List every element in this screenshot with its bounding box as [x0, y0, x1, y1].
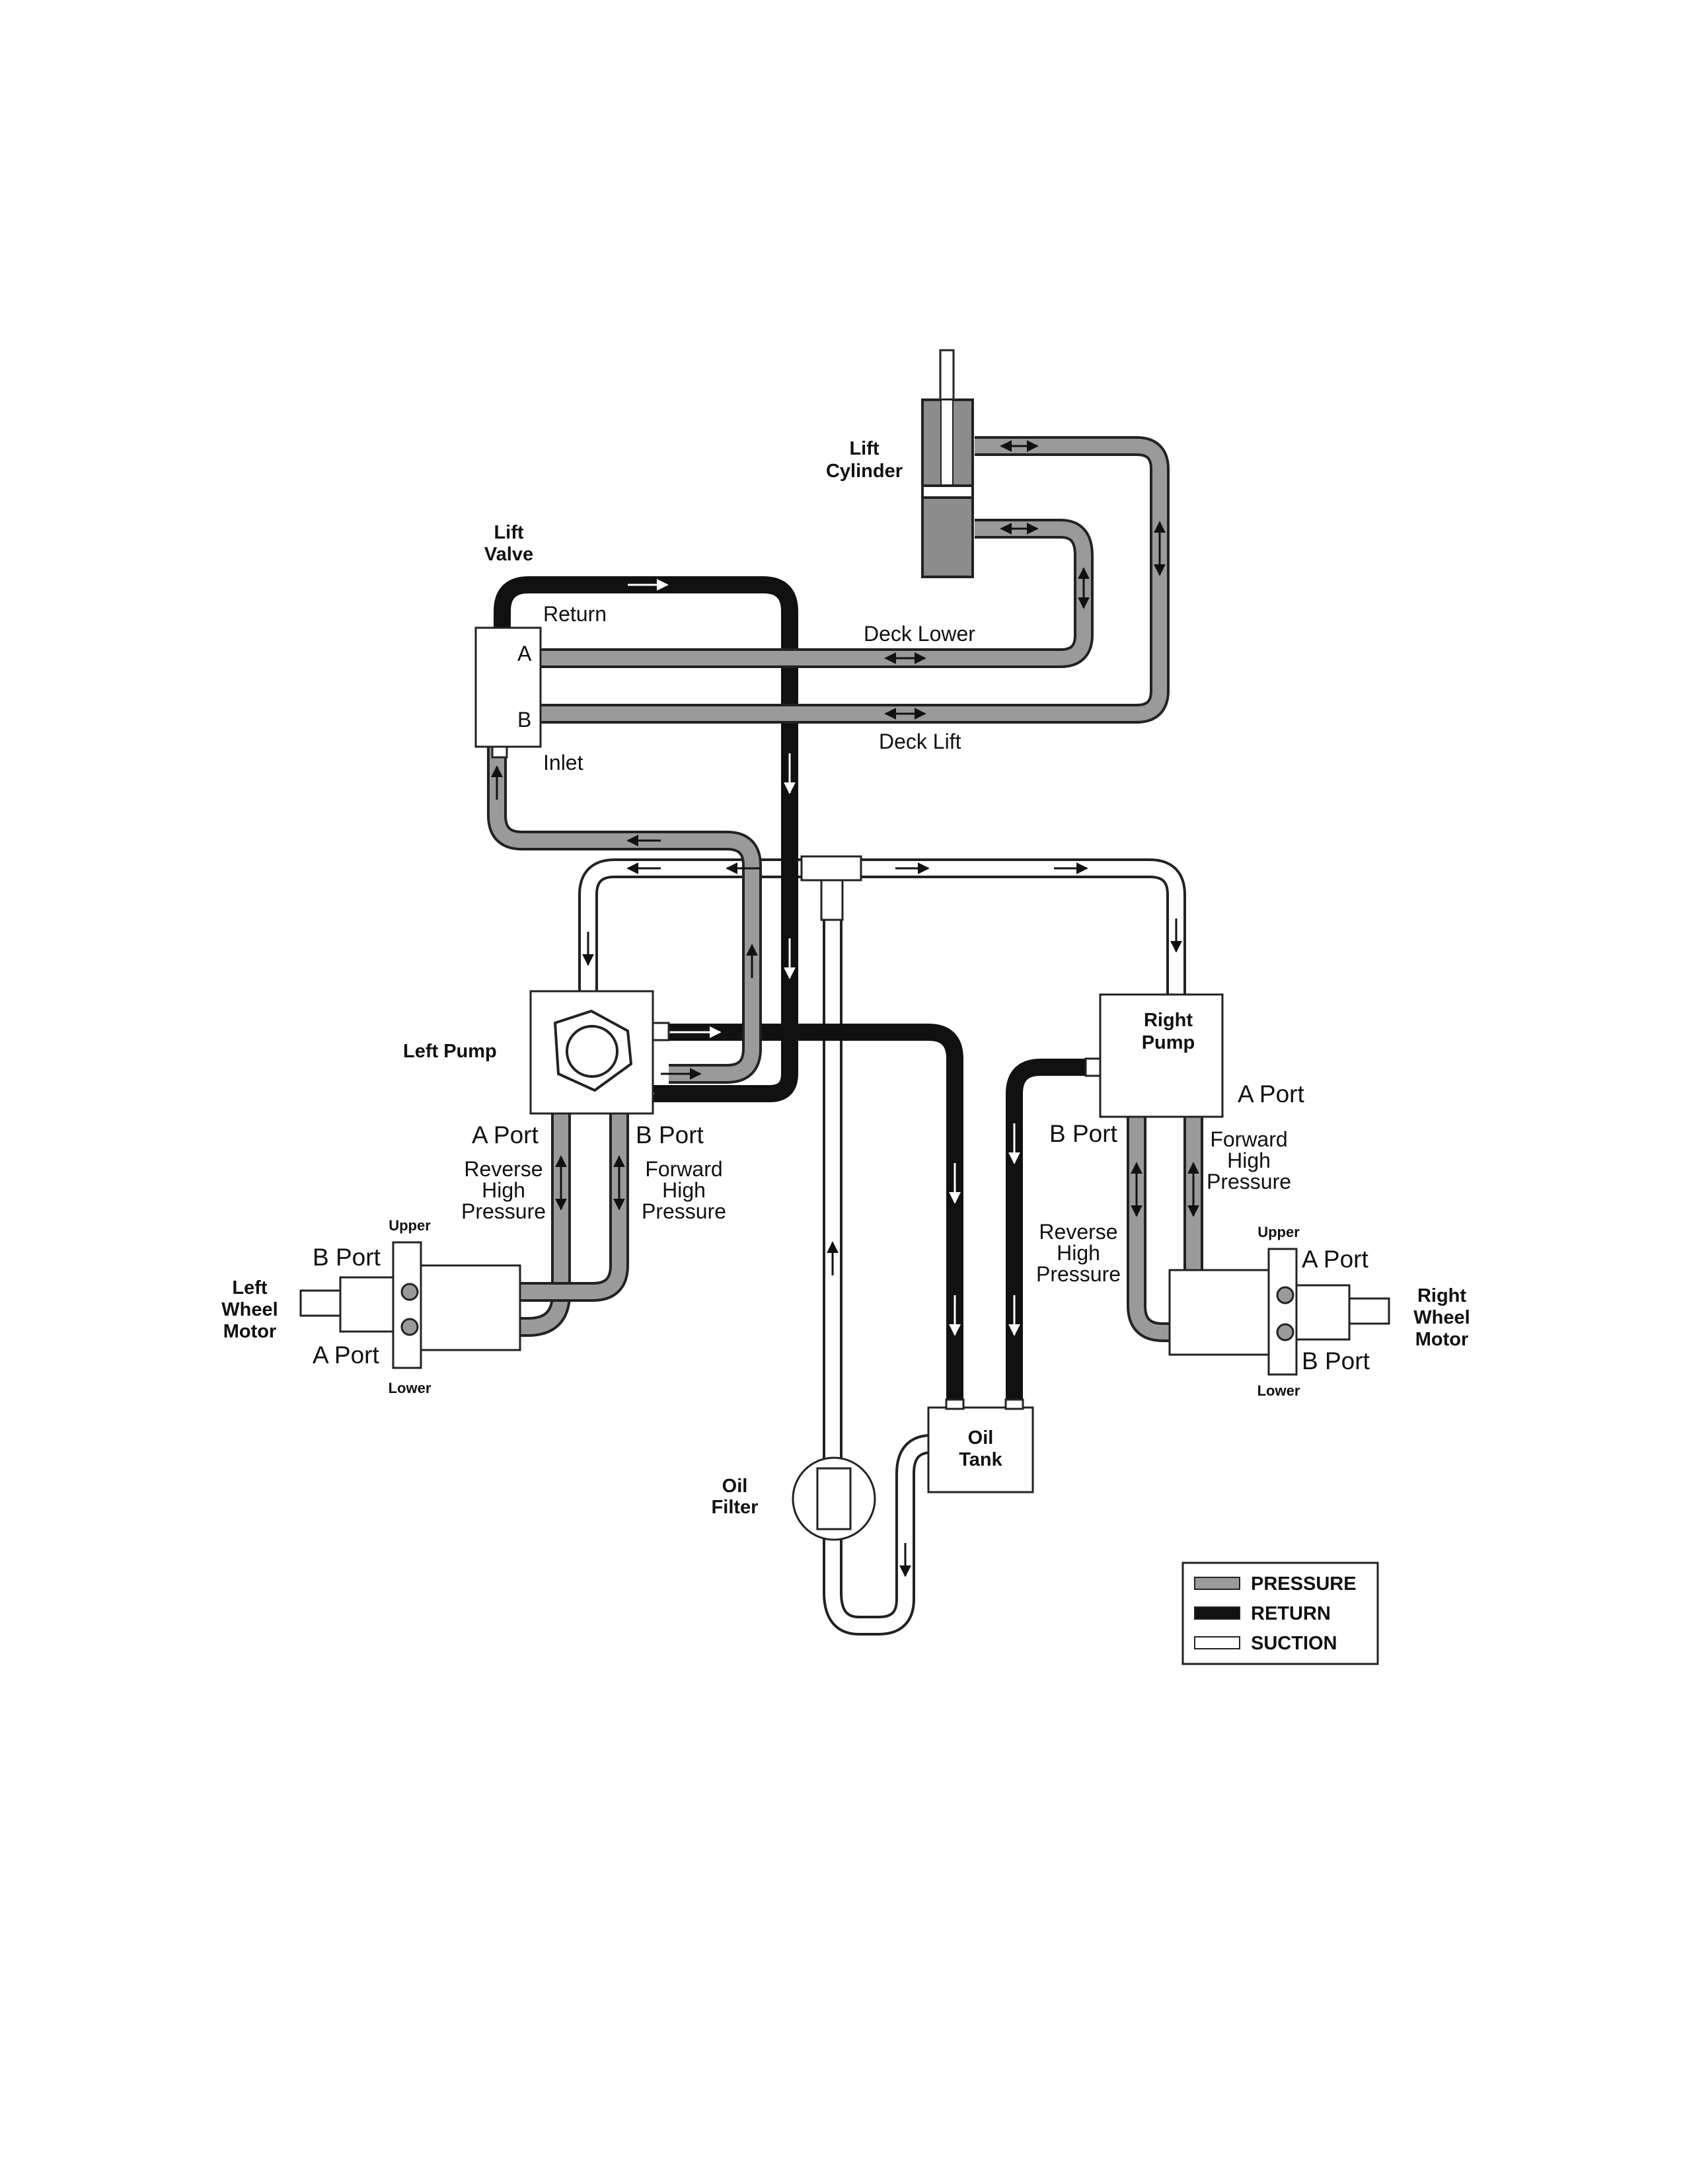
label-left-reverse-1: Reverse: [464, 1157, 543, 1181]
left-motor-body: [339, 1276, 394, 1333]
label-left-upper: Upper: [389, 1217, 431, 1234]
right-pump-body: [1099, 993, 1224, 1118]
oil-tank-body: [927, 1406, 1034, 1493]
labels: Lift Cylinder Lift Valve Return Inlet De…: [221, 438, 1470, 1518]
lift-valve-tab: [491, 745, 508, 759]
label-left-motor-a-port: A Port: [313, 1341, 379, 1369]
label-right-pump-2: Pump: [1142, 1032, 1195, 1053]
right-motor-manifold: [1168, 1269, 1270, 1356]
left-motor-shaft: [299, 1289, 342, 1317]
left-wheel-motor: [299, 1241, 521, 1369]
cylinder-rod-inner: [940, 399, 954, 486]
lift-valve: A B: [474, 626, 542, 759]
right-pump: [1084, 993, 1224, 1118]
label-left-reverse-3: Pressure: [461, 1199, 546, 1223]
cylinder-piston: [921, 484, 974, 499]
label-right-motor-b-port: B Port: [1302, 1347, 1370, 1374]
lift-valve-port-a: A: [517, 642, 532, 665]
label-lift-cylinder-1: Lift: [849, 438, 879, 459]
label-right-b-port: B Port: [1049, 1120, 1118, 1147]
label-oil-filter-2: Filter: [712, 1497, 759, 1518]
label-left-pump: Left Pump: [403, 1041, 497, 1062]
legend-label-suction: SUCTION: [1251, 1633, 1337, 1654]
legend-swatch-return: [1194, 1606, 1240, 1620]
label-inlet: Inlet: [543, 751, 583, 774]
lift-valve-body: [474, 626, 542, 748]
return-lift-valve-to-left-pump: [494, 576, 798, 1102]
label-right-motor-2: Wheel: [1413, 1307, 1470, 1328]
cylinder-body-lower: [921, 496, 974, 578]
label-left-motor-2: Wheel: [221, 1299, 278, 1320]
label-left-a-port: A Port: [472, 1121, 539, 1148]
label-left-lower: Lower: [389, 1380, 431, 1396]
suction-lines: [578, 858, 1186, 1636]
label-right-pump-1: Right: [1144, 1010, 1193, 1031]
label-lift-cylinder-2: Cylinder: [826, 461, 903, 482]
legend-label-return: RETURN: [1251, 1603, 1331, 1624]
label-left-forward-1: Forward: [645, 1157, 722, 1181]
left-pump-shaft: [566, 1025, 618, 1078]
label-deck-lift: Deck Lift: [879, 730, 961, 753]
lift-valve-port-b: B: [517, 708, 531, 732]
label-lift-valve-1: Lift: [494, 522, 523, 543]
return-left-pump-to-tank: [669, 1024, 963, 1401]
label-right-forward-3: Pressure: [1207, 1170, 1291, 1193]
label-left-forward-2: High: [662, 1178, 706, 1202]
components: A B: [299, 349, 1390, 1541]
label-right-motor-a-port: A Port: [1302, 1246, 1368, 1273]
label-right-forward-2: High: [1227, 1148, 1271, 1172]
label-oil-tank-2: Tank: [959, 1449, 1002, 1470]
right-pump-fitting: [1084, 1057, 1102, 1077]
label-right-upper: Upper: [1257, 1224, 1300, 1240]
label-right-reverse-3: Pressure: [1036, 1262, 1121, 1286]
right-motor-plate: [1267, 1248, 1298, 1376]
label-deck-lower: Deck Lower: [864, 622, 975, 646]
return-lines: [494, 576, 1100, 1401]
label-oil-tank-1: Oil: [968, 1427, 994, 1449]
legend-swatch-suction: [1194, 1636, 1240, 1649]
suction-to-right-pump: [826, 858, 1186, 995]
oil-filter: [792, 1456, 876, 1541]
label-left-b-port: B Port: [636, 1121, 704, 1148]
label-right-a-port: A Port: [1238, 1080, 1304, 1108]
label-right-lower: Lower: [1257, 1382, 1300, 1399]
label-right-reverse-1: Reverse: [1039, 1220, 1117, 1244]
label-right-motor-1: Right: [1417, 1285, 1466, 1306]
right-motor-body: [1295, 1284, 1351, 1341]
left-motor-plate: [392, 1241, 422, 1369]
right-wheel-motor: [1168, 1248, 1390, 1376]
legend-label-pressure: PRESSURE: [1251, 1573, 1357, 1595]
tee-fitting: [800, 855, 862, 921]
label-left-reverse-2: High: [482, 1178, 525, 1202]
label-right-forward-1: Forward: [1210, 1127, 1287, 1151]
label-right-reverse-2: High: [1057, 1241, 1100, 1265]
label-oil-filter-1: Oil: [722, 1476, 748, 1497]
oil-tank: [927, 1398, 1034, 1493]
label-left-motor-1: Left: [232, 1277, 268, 1299]
oil-filter-element: [816, 1467, 852, 1530]
label-left-motor-b-port: B Port: [313, 1244, 381, 1271]
label-right-motor-3: Motor: [1415, 1329, 1469, 1350]
legend-swatch-pressure: [1194, 1577, 1240, 1590]
label-lift-valve-2: Valve: [484, 544, 533, 565]
cylinder-rod: [939, 349, 955, 401]
return-right-pump-to-tank: [1006, 1059, 1100, 1401]
lift-cylinder: [921, 349, 974, 578]
left-pump-fitting: [652, 1022, 670, 1041]
legend: PRESSURE RETURN SUCTION: [1181, 1562, 1379, 1665]
label-left-motor-3: Motor: [223, 1321, 277, 1342]
right-motor-shaft: [1348, 1297, 1390, 1325]
label-left-forward-3: Pressure: [642, 1199, 726, 1223]
left-motor-manifold: [420, 1264, 521, 1351]
left-pump: [529, 990, 670, 1115]
label-return: Return: [543, 602, 607, 626]
